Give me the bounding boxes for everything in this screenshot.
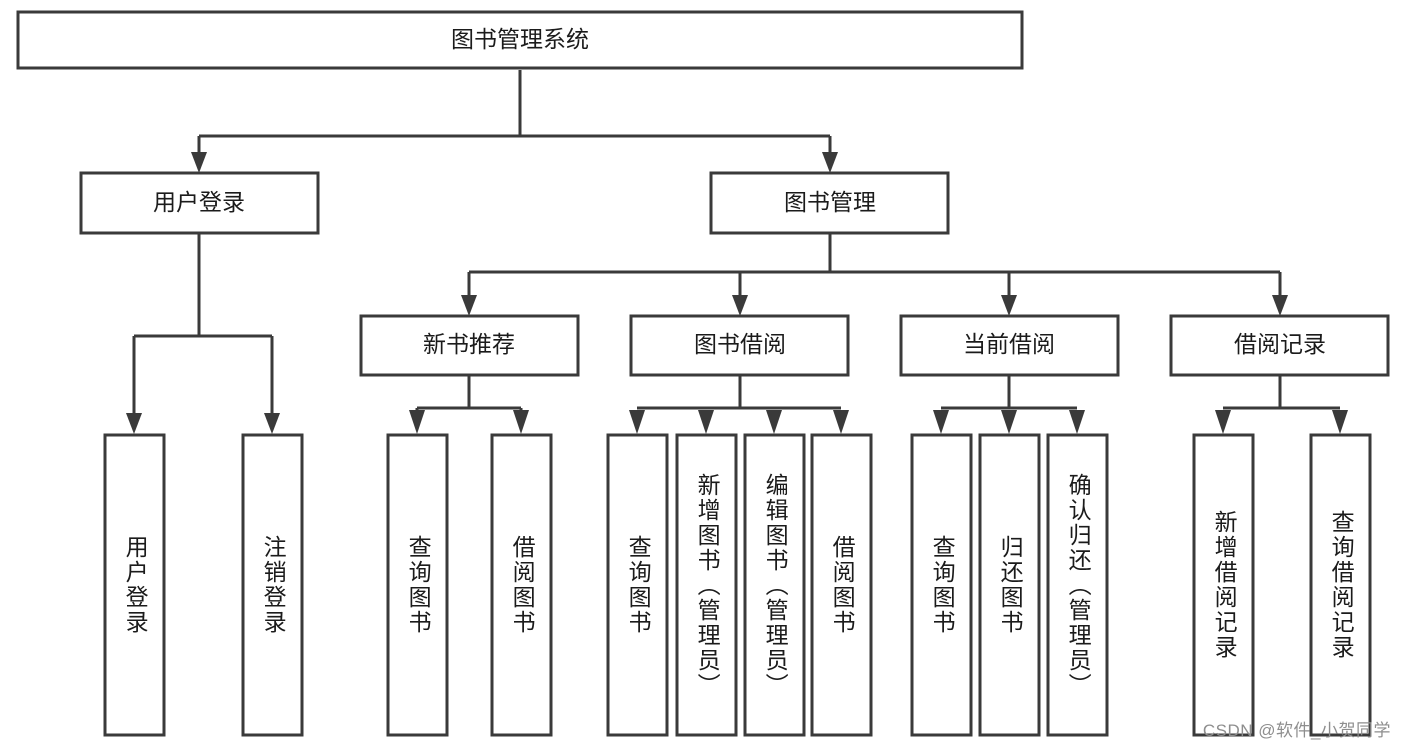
leaf-box-borrow-record-2[interactable] (1309, 433, 1372, 737)
arrow-new-book-leaf-1 (409, 410, 425, 434)
node-root-label: 图书管理系统 (451, 26, 589, 52)
connector-group-book-borrow (629, 375, 849, 434)
node-book-management-label: 图书管理 (784, 189, 876, 215)
arrow-root-to-user-login (191, 152, 207, 173)
leaf-box-book-borrow-1[interactable] (606, 433, 669, 737)
node-book-borrow-label: 图书借阅 (694, 331, 786, 357)
node-user-login-label: 用户登录 (153, 189, 245, 215)
arrow-new-book-leaf-2 (513, 410, 529, 434)
arrow-book-borrow-leaf-3 (766, 410, 782, 434)
connector-group-root (191, 70, 838, 173)
node-current-borrow-label: 当前借阅 (963, 331, 1055, 357)
leaf-box-new-book-2[interactable] (490, 433, 553, 737)
connector-group-borrow-record (1215, 375, 1348, 434)
csdn-watermark: CSDN @软件_小贺同学 (1202, 721, 1391, 740)
node-borrow-record[interactable] (1169, 314, 1390, 377)
arrow-user-login-leaf-1 (126, 413, 142, 434)
node-user-login[interactable] (79, 171, 320, 235)
connector-group-user-login (126, 233, 280, 434)
leaf-box-new-book-1[interactable] (386, 433, 449, 737)
node-new-book-recommend[interactable] (359, 314, 580, 377)
leaf-box-book-borrow-3[interactable] (743, 433, 806, 737)
arrow-book-borrow-leaf-4 (833, 410, 849, 434)
connector-group-book-mgmt (461, 233, 1288, 316)
leaf-box-borrow-record-1[interactable] (1192, 433, 1255, 737)
arrow-book-mgmt-child-4 (1272, 295, 1288, 316)
arrow-current-borrow-leaf-1 (933, 410, 949, 434)
leaf-box-user-login-2[interactable] (241, 433, 304, 737)
leaf-box-book-borrow-4[interactable] (810, 433, 873, 737)
node-current-borrow[interactable] (899, 314, 1120, 377)
node-book-borrow[interactable] (629, 314, 850, 377)
arrow-current-borrow-leaf-3 (1069, 410, 1085, 434)
arrow-book-borrow-leaf-1 (629, 410, 645, 434)
arrow-book-mgmt-child-2 (732, 295, 748, 316)
node-borrow-record-label: 借阅记录 (1234, 331, 1326, 357)
leaf-box-book-borrow-2[interactable] (675, 433, 738, 737)
arrow-book-mgmt-child-3 (1001, 295, 1017, 316)
connector-group-current-borrow (933, 375, 1085, 434)
arrow-borrow-record-leaf-1 (1215, 410, 1231, 434)
connector-group-new-book (409, 375, 529, 434)
arrow-book-mgmt-child-1 (461, 295, 477, 316)
arrow-user-login-leaf-2 (264, 413, 280, 434)
arrow-borrow-record-leaf-2 (1332, 410, 1348, 434)
leaf-box-user-login-1[interactable] (103, 433, 166, 737)
leaf-box-current-borrow-3[interactable] (1046, 433, 1109, 737)
leaf-box-current-borrow-2[interactable] (978, 433, 1041, 737)
arrow-book-borrow-leaf-2 (698, 410, 714, 434)
node-book-management[interactable] (709, 171, 950, 235)
arrow-current-borrow-leaf-2 (1001, 410, 1017, 434)
node-root[interactable] (16, 10, 1024, 70)
arrow-root-to-book-mgmt (822, 152, 838, 173)
leaf-box-current-borrow-1[interactable] (910, 433, 973, 737)
node-new-book-recommend-label: 新书推荐 (423, 331, 515, 357)
